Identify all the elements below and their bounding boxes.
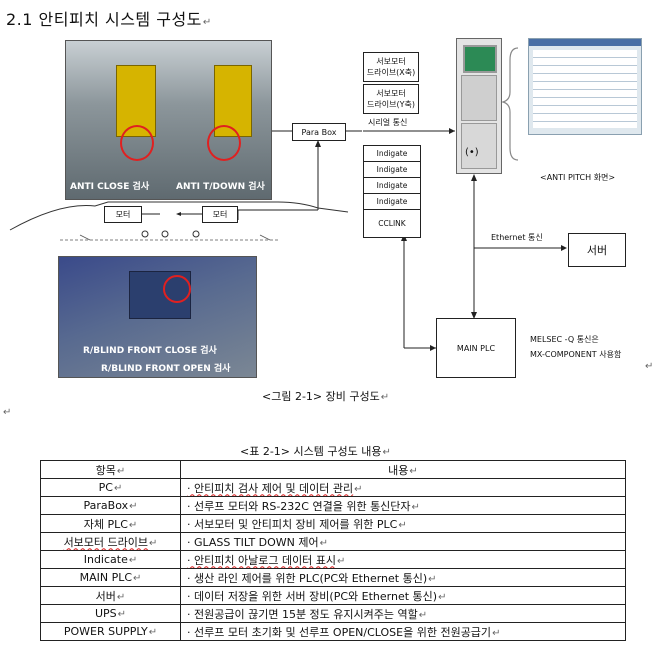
- motor-box-right: 모터: [202, 206, 238, 223]
- cabinet-panel: [461, 75, 497, 121]
- row-content: · GLASS TILT DOWN 제어↵: [180, 532, 626, 551]
- photo-caption-anti-close: ANTI CLOSE 검사: [70, 182, 150, 192]
- thumb-grid: [533, 50, 637, 128]
- melsec-note: MELSEC -Q 통신은 MX-COMPONENT 사용함: [530, 332, 621, 362]
- row-content: · 안티피치 아날로그 데이터 표시↵: [180, 550, 626, 569]
- photo-caption-rblind-close: R/BLIND FRONT CLOSE 검사: [83, 346, 217, 356]
- row-content: · 데이터 저장을 위한 서버 장비(PC와 Ethernet 통신)↵: [180, 586, 626, 605]
- rblind-inspection-photo: R/BLIND FRONT CLOSE 검사 R/BLIND FRONT OPE…: [58, 256, 257, 378]
- row-item: 서버↵: [40, 586, 181, 605]
- cabinet-monitor: [463, 45, 497, 73]
- diagram-connectors: [9, 47, 567, 351]
- inspection-circle-right: [207, 125, 241, 161]
- indigate-cell: Indigate: [364, 162, 420, 178]
- row-item: ParaBox↵: [40, 496, 181, 515]
- table-row: 서버↵ · 데이터 저장을 위한 서버 장비(PC와 Ethernet 통신)↵: [40, 586, 626, 605]
- row-content: · 선루프 모터 초기화 및 선루프 OPEN/CLOSE을 위한 전원공급기↵: [180, 622, 626, 641]
- table-row: ParaBox↵ · 선루프 모터와 RS-232C 연결을 위한 통신단자↵: [40, 496, 626, 515]
- main-plc-box: MAIN PLC: [436, 318, 516, 378]
- table-row: POWER SUPPLY↵ · 선루프 모터 초기화 및 선루프 OPEN/CL…: [40, 622, 626, 641]
- table-row: 자체 PLC↵ · 서보모터 및 안티피치 장비 제어를 위한 PLC↵: [40, 514, 626, 533]
- table-row: UPS↵ · 전원공급이 끊기면 15분 정도 유지시켜주는 역할↵: [40, 604, 626, 623]
- row-item: Indicate↵: [40, 550, 181, 569]
- paragraph-mark: ↵: [3, 407, 12, 418]
- servo-driver-x: 서보모터 드라이브(X축): [363, 52, 419, 82]
- table-row: PC↵ · 안티피치 검사 제어 및 데이터 관리↵: [40, 478, 626, 497]
- row-item: UPS↵: [40, 604, 181, 623]
- row-content: · 서보모터 및 안티피치 장비 제어를 위한 PLC↵: [180, 514, 626, 533]
- table-row: MAIN PLC↵ · 생산 라인 제어를 위한 PLC(PC와 Etherne…: [40, 568, 626, 587]
- anti-inspection-photo: ANTI CLOSE 검사 ANTI T/DOWN 검사: [65, 40, 272, 200]
- figure-caption: <그림 2-1> 장비 구성도↵: [262, 390, 390, 403]
- ethernet-label: Ethernet 통신: [491, 233, 543, 242]
- indigate-stack: Indigate Indigate Indigate Indigate CCLI…: [363, 145, 421, 238]
- row-item: MAIN PLC↵: [40, 568, 181, 587]
- row-content: · 생산 라인 제어를 위한 PLC(PC와 Ethernet 통신)↵: [180, 568, 626, 587]
- motor-box-left: 모터: [104, 206, 142, 223]
- table-caption: <표 2-1> 시스템 구성도 내용↵: [240, 445, 391, 458]
- cabinet-connector-icon: (•): [465, 147, 479, 158]
- table-row: Indicate↵ · 안티피치 아날로그 데이터 표시↵: [40, 550, 626, 569]
- servo-driver-y: 서보모터 드라이브(Y축): [363, 84, 419, 114]
- photo-caption-anti-tdown: ANTI T/DOWN 검사: [176, 182, 265, 192]
- servo-driver-y-line2: 드라이브(Y축): [367, 100, 415, 109]
- pc-cabinet: [456, 38, 502, 174]
- servo-driver-x-line1: 서보모터: [376, 57, 406, 66]
- row-content: · 선루프 모터와 RS-232C 연결을 위한 통신단자↵: [180, 496, 626, 515]
- indigate-cell: Indigate: [364, 146, 420, 162]
- system-diagram: ANTI CLOSE 검사 ANTI T/DOWN 검사 모터 모터 R/BLI…: [0, 30, 655, 390]
- servo-driver-y-line1: 서보모터: [376, 89, 406, 98]
- serial-comm-label: 시리얼 통신: [368, 118, 408, 127]
- thumb-title-bar: [529, 39, 641, 46]
- cabinet-door: [461, 123, 497, 169]
- cclink-cell: CCLINK: [364, 210, 420, 238]
- row-content: · 안티피치 검사 제어 및 데이터 관리↵: [180, 478, 626, 497]
- table-header-row: 항목↵ 내용↵: [40, 460, 626, 479]
- row-item: 자체 PLC↵: [40, 514, 181, 533]
- photo-caption-rblind-open: R/BLIND FRONT OPEN 검사: [101, 364, 231, 374]
- header-item: 항목↵: [40, 460, 181, 479]
- indigate-cell: Indigate: [364, 194, 420, 210]
- servo-driver-x-line2: 드라이브(X축): [366, 68, 416, 77]
- row-item: 서보모터 드라이브↵: [40, 532, 181, 551]
- table-row: 서보모터 드라이브↵ · GLASS TILT DOWN 제어↵: [40, 532, 626, 551]
- row-item: PC↵: [40, 478, 181, 497]
- screen-caption: <ANTI PITCH 화면>: [540, 173, 616, 182]
- system-components-table: 항목↵ 내용↵ PC↵ · 안티피치 검사 제어 및 데이터 관리↵ ParaB…: [40, 460, 626, 641]
- row-item: POWER SUPPLY↵: [40, 622, 181, 641]
- row-content: · 전원공급이 끊기면 15분 정도 유지시켜주는 역할↵: [180, 604, 626, 623]
- section-title: 2.1 안티피치 시스템 구성도↵: [6, 10, 212, 29]
- indigate-cell: Indigate: [364, 178, 420, 194]
- parabox-box: Para Box: [292, 123, 346, 141]
- anti-pitch-screen-thumbnail: [528, 38, 642, 135]
- melsec-note-line1: MELSEC -Q 통신은: [530, 335, 599, 344]
- paragraph-mark: ↵: [645, 361, 654, 372]
- inspection-circle-bottom: [163, 275, 191, 303]
- server-box: 서버: [568, 233, 626, 267]
- melsec-note-line2: MX-COMPONENT 사용함: [530, 350, 622, 359]
- header-content: 내용↵: [180, 460, 626, 479]
- inspection-circle-left: [120, 125, 154, 161]
